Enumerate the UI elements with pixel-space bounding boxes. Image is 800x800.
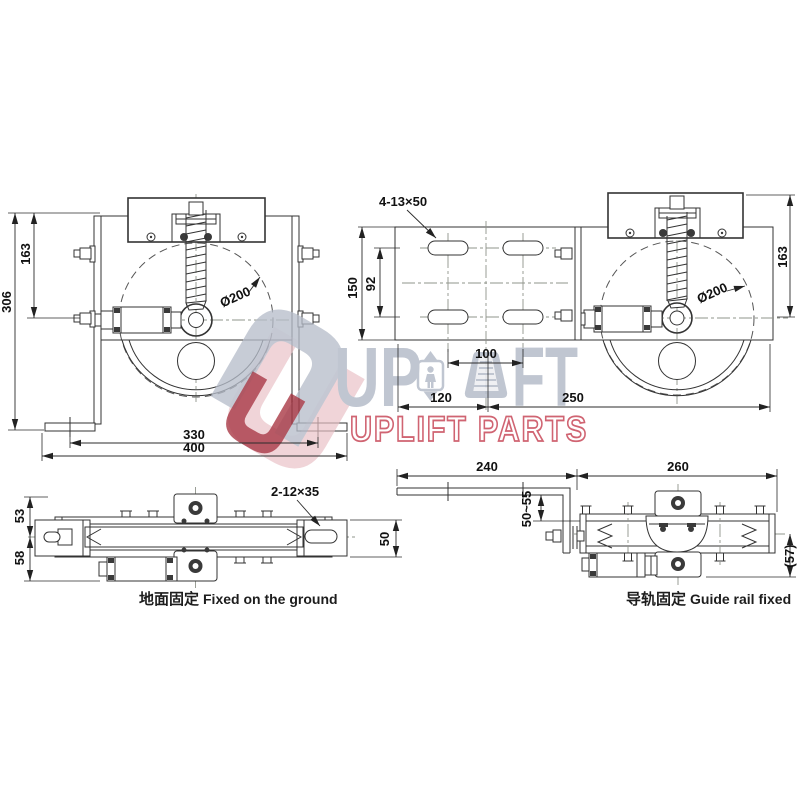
dim-rail-side-height: (57) — [782, 544, 797, 567]
callout-plate-slots: 4-13×50 — [379, 194, 427, 209]
dim-front-wheel-dia: Ø200 — [218, 284, 253, 311]
top-bracket — [127, 197, 266, 243]
logo-u-gray — [210, 309, 344, 447]
wheel-hub-hole — [177, 342, 215, 380]
dim-ground-lower-half: 58 — [12, 551, 27, 565]
dim-plate-upper-height: 163 — [775, 246, 790, 268]
slot-hole — [502, 240, 544, 256]
wheel-rim-arc — [602, 339, 752, 397]
guide-rail-view — [396, 482, 788, 588]
tension-spring — [185, 210, 207, 306]
mounting-plate — [394, 226, 576, 341]
plate-view — [394, 192, 788, 412]
caption-ground-zh: 地面固定 — [139, 590, 199, 608]
ground-fixed-view — [28, 487, 358, 589]
dim-plate-slot-row-gap: 92 — [363, 277, 378, 291]
logo-u-pink — [228, 326, 365, 469]
turnbuckle — [581, 552, 658, 578]
tension-spring — [666, 212, 688, 301]
left-stud — [43, 531, 61, 543]
annotations: 306 163 330 400 Ø200 150 92 4-13×50 163 … — [0, 194, 797, 608]
caption-rail-zh: 导轨固定 — [626, 590, 686, 608]
caption-ground-en: Fixed on the ground — [203, 591, 338, 607]
dim-front-upper-height: 163 — [18, 243, 33, 265]
dim-front-overall-width: 400 — [183, 440, 205, 455]
dim-plate-height: 150 — [345, 277, 360, 299]
uplift-logo-mark — [210, 309, 365, 469]
turnbuckle — [580, 305, 663, 333]
right-stud-slot — [304, 529, 338, 544]
clamp-bolt — [545, 526, 585, 549]
logo-u-dark-red — [226, 371, 306, 454]
elevator-icon — [416, 351, 445, 401]
slot-hole — [427, 240, 469, 256]
slot-hole — [502, 309, 544, 325]
dim-rail-arm-length: 240 — [476, 459, 498, 474]
spring-anchor-stub — [188, 201, 204, 216]
slot-hole — [427, 309, 469, 325]
dim-plate-right-span: 250 — [562, 390, 584, 405]
dim-rail-gap-range: 50~55 — [519, 491, 534, 528]
dim-plate-slot-col-gap: 100 — [475, 346, 497, 361]
caption-rail-en: Guide rail fixed — [690, 591, 791, 607]
spring-anchor-stub — [669, 195, 685, 210]
dim-ground-end-height: 50 — [377, 532, 392, 546]
dim-front-foot-span: 330 — [183, 427, 205, 442]
dim-ground-upper-half: 53 — [12, 509, 27, 523]
wheel-hub-hole — [658, 342, 696, 380]
callout-ground-studs: 2-12×35 — [271, 484, 319, 499]
dim-plate-left-span: 120 — [430, 390, 452, 405]
dim-front-overall-height: 306 — [0, 291, 14, 313]
channel-screws — [580, 505, 766, 562]
turnbuckle — [98, 556, 178, 582]
guide-bar — [84, 526, 304, 548]
channel-screws — [120, 510, 273, 564]
dim-rail-body-length: 260 — [667, 459, 689, 474]
l-bracket-arm — [397, 487, 571, 553]
wordmark-subtitle: UPLIFT PARTS — [350, 410, 588, 449]
